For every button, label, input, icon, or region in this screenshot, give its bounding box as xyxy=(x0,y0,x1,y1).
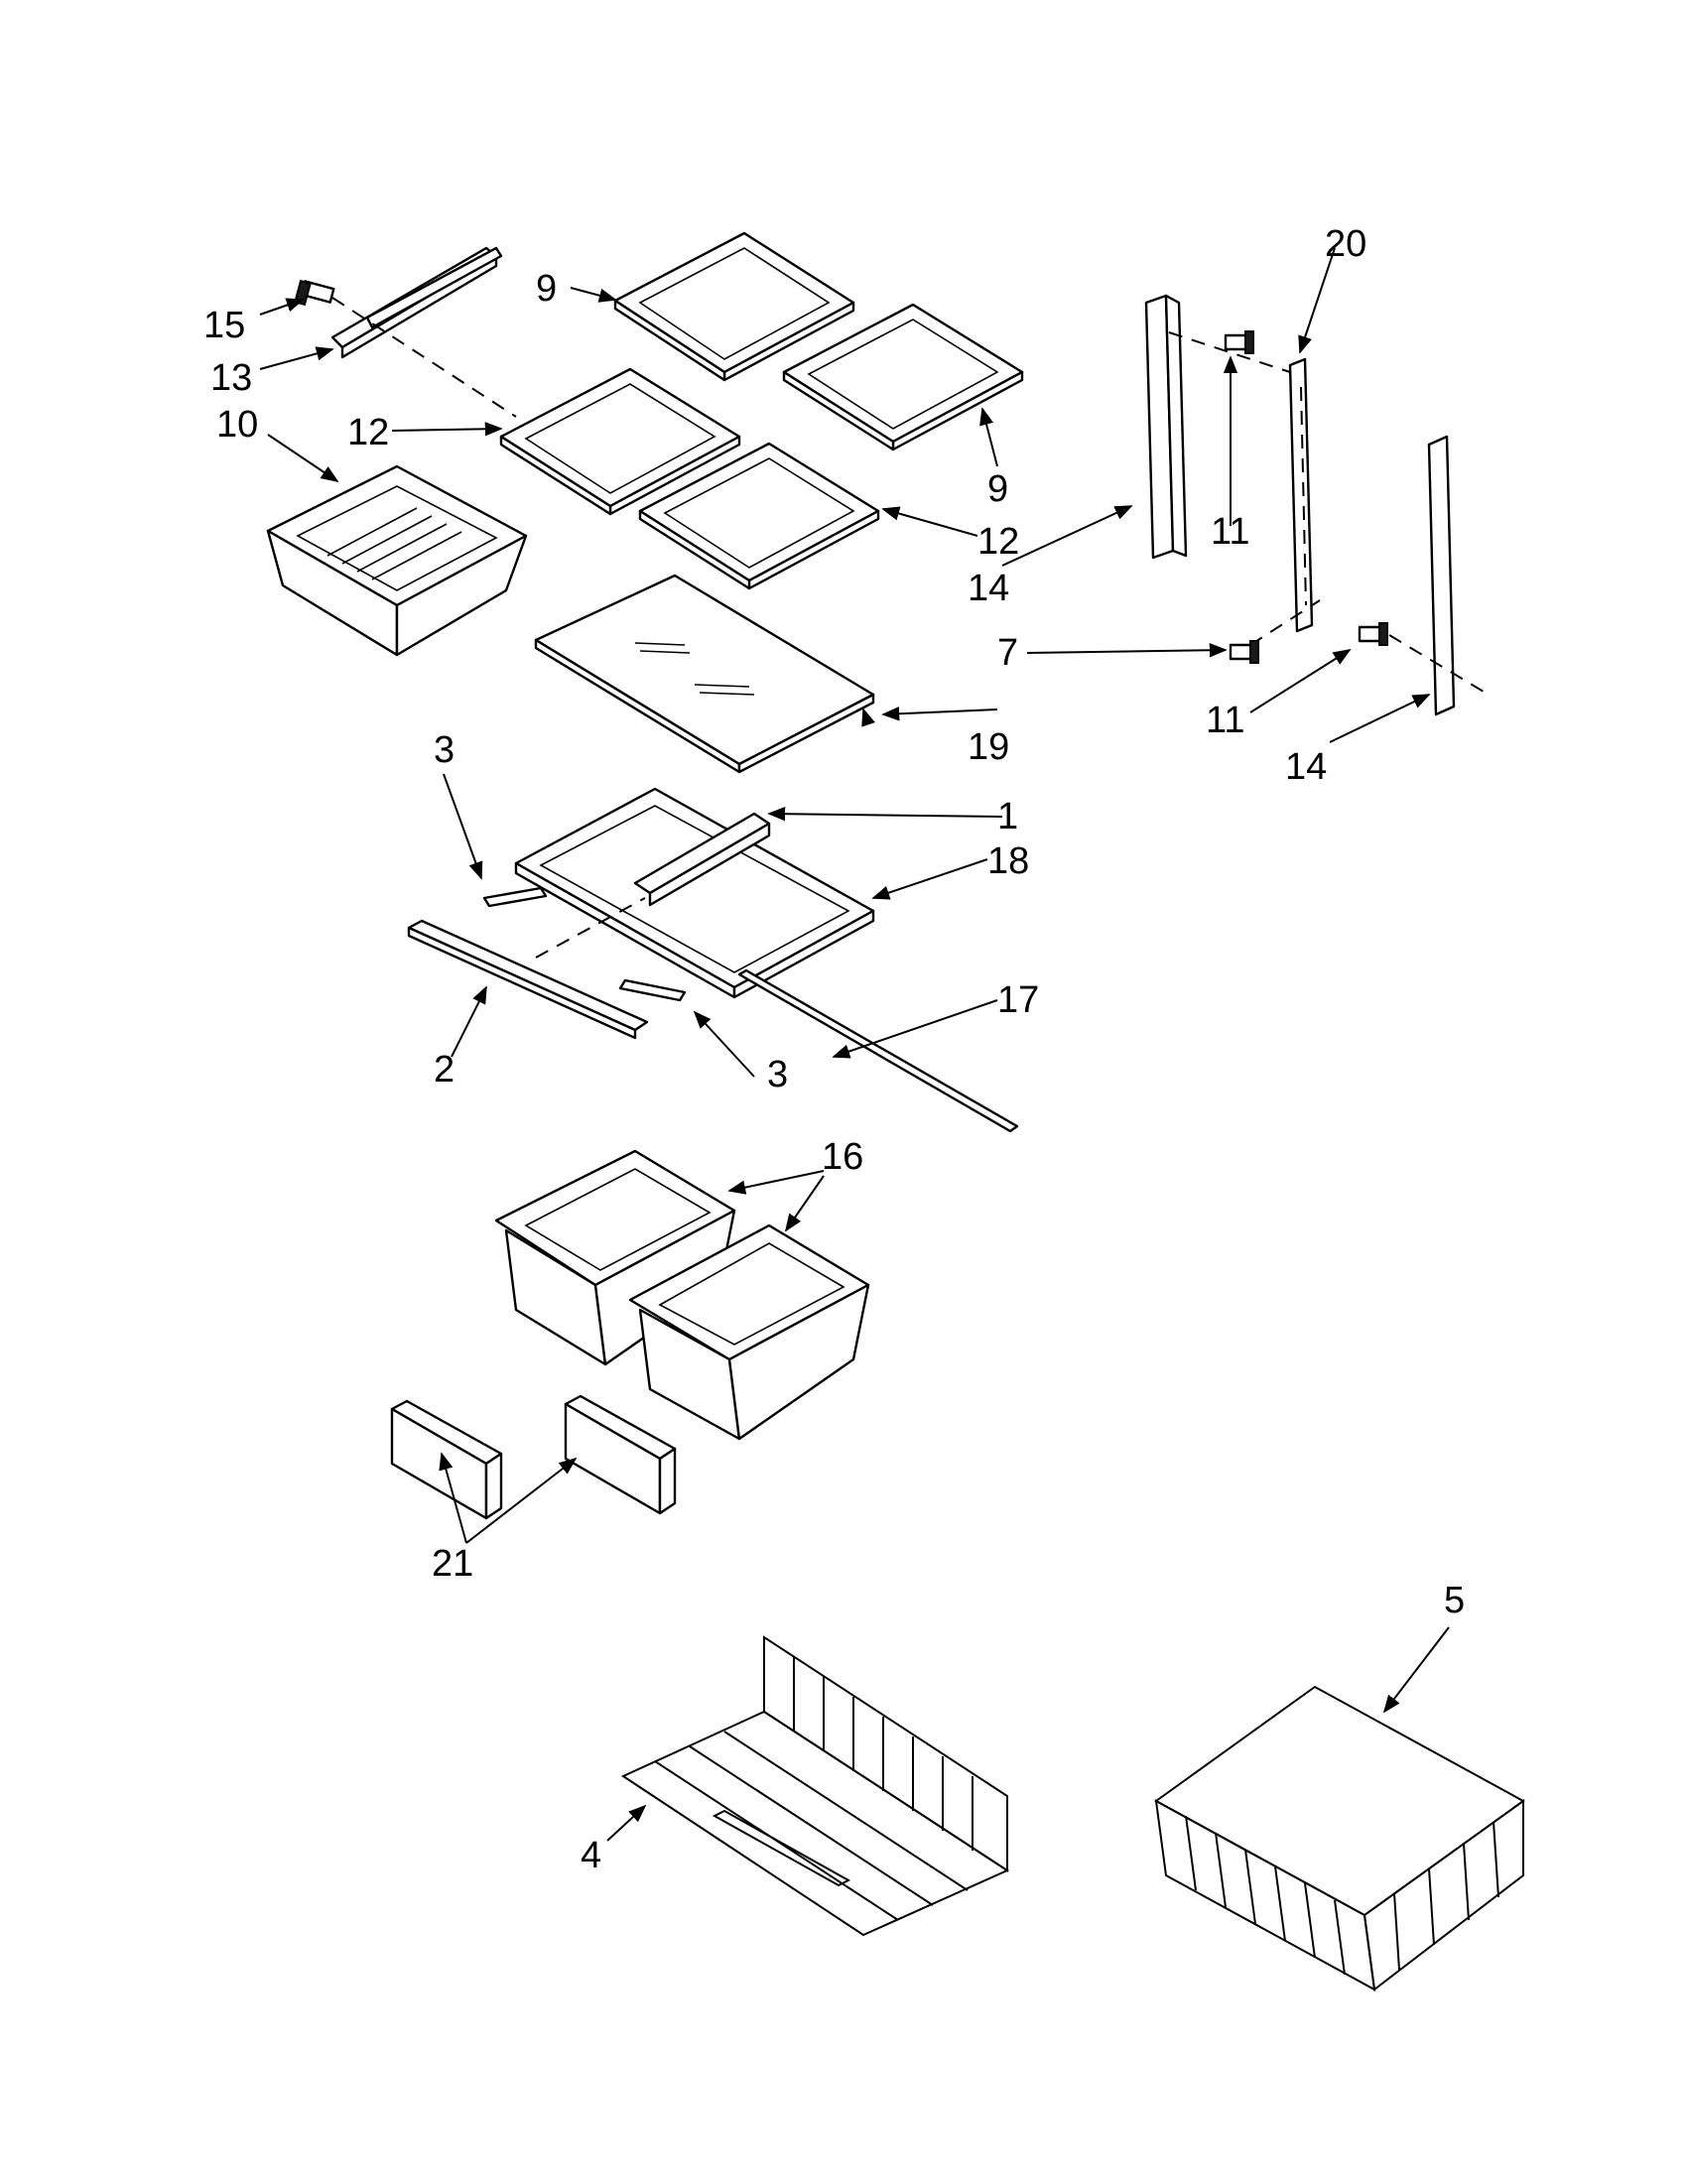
part-1-center-rail xyxy=(633,812,771,907)
part-3-clip-left xyxy=(482,886,548,908)
part-5-wire-basket xyxy=(1154,1685,1525,1991)
part-13-slide-rail xyxy=(330,246,503,359)
callout-16: 16 xyxy=(822,1136,863,1178)
callout-9-top: 9 xyxy=(536,268,557,310)
callout-4: 4 xyxy=(581,1835,601,1876)
callout-12-left: 12 xyxy=(347,412,389,453)
callout-3-left: 3 xyxy=(434,729,454,771)
part-14-rail-left xyxy=(1144,294,1188,560)
callout-7: 7 xyxy=(997,632,1018,674)
callout-20: 20 xyxy=(1325,223,1366,265)
assembly-line-rail-c xyxy=(1388,634,1490,696)
callout-12-right: 12 xyxy=(977,521,1019,563)
callout-1: 1 xyxy=(997,796,1018,837)
assembly-line-15-12 xyxy=(331,297,517,418)
callout-2: 2 xyxy=(434,1049,454,1091)
callout-13: 13 xyxy=(210,357,252,399)
leader-lines xyxy=(259,247,1450,1842)
part-21-handle-left xyxy=(390,1399,503,1520)
part-14-rail-right xyxy=(1427,435,1456,716)
callout-17: 17 xyxy=(997,979,1039,1021)
callout-14-left: 14 xyxy=(968,568,1009,609)
part-18-crisper-frame xyxy=(514,787,875,999)
part-9-shelf-right xyxy=(782,303,1024,451)
callout-3-right: 3 xyxy=(767,1054,788,1095)
callout-19: 19 xyxy=(968,726,1009,768)
callout-11-bottom: 11 xyxy=(1206,700,1244,741)
part-17-rod xyxy=(737,968,1019,1133)
callout-10: 10 xyxy=(216,404,258,446)
part-7-screw xyxy=(1229,640,1259,664)
part-2-cover-strip xyxy=(407,919,649,1040)
callout-14-right: 14 xyxy=(1285,746,1327,788)
callout-15: 15 xyxy=(203,305,245,346)
callout-9-right: 9 xyxy=(987,468,1008,510)
part-12-shelf-front xyxy=(638,442,880,590)
callout-labels: 15 13 9 9 10 12 12 19 14 11 20 7 11 14 3… xyxy=(203,223,1465,1876)
callout-18: 18 xyxy=(987,840,1029,882)
part-12-shelf-left xyxy=(499,367,741,516)
assembly-line-rail-b xyxy=(1249,599,1321,646)
callout-5: 5 xyxy=(1444,1580,1465,1621)
part-20-rail-center xyxy=(1288,357,1314,633)
part-3-clip-right xyxy=(618,978,687,1002)
assembly-line-crisper xyxy=(535,897,646,959)
assembly-line-rail-a xyxy=(1168,331,1291,373)
part-21-handle-right xyxy=(564,1394,677,1515)
part-11-screw-bottom xyxy=(1358,622,1388,646)
callout-11-top: 11 xyxy=(1211,511,1249,553)
part-16-drawer-right xyxy=(628,1223,870,1441)
callout-21: 21 xyxy=(432,1543,473,1585)
part-9-shelf-top xyxy=(613,231,855,382)
part-10-drawer xyxy=(266,464,528,657)
part-4-wire-shelf xyxy=(620,1635,1010,1937)
part-11-screw-top xyxy=(1224,330,1254,354)
part-19-glass-shelf xyxy=(534,574,875,774)
